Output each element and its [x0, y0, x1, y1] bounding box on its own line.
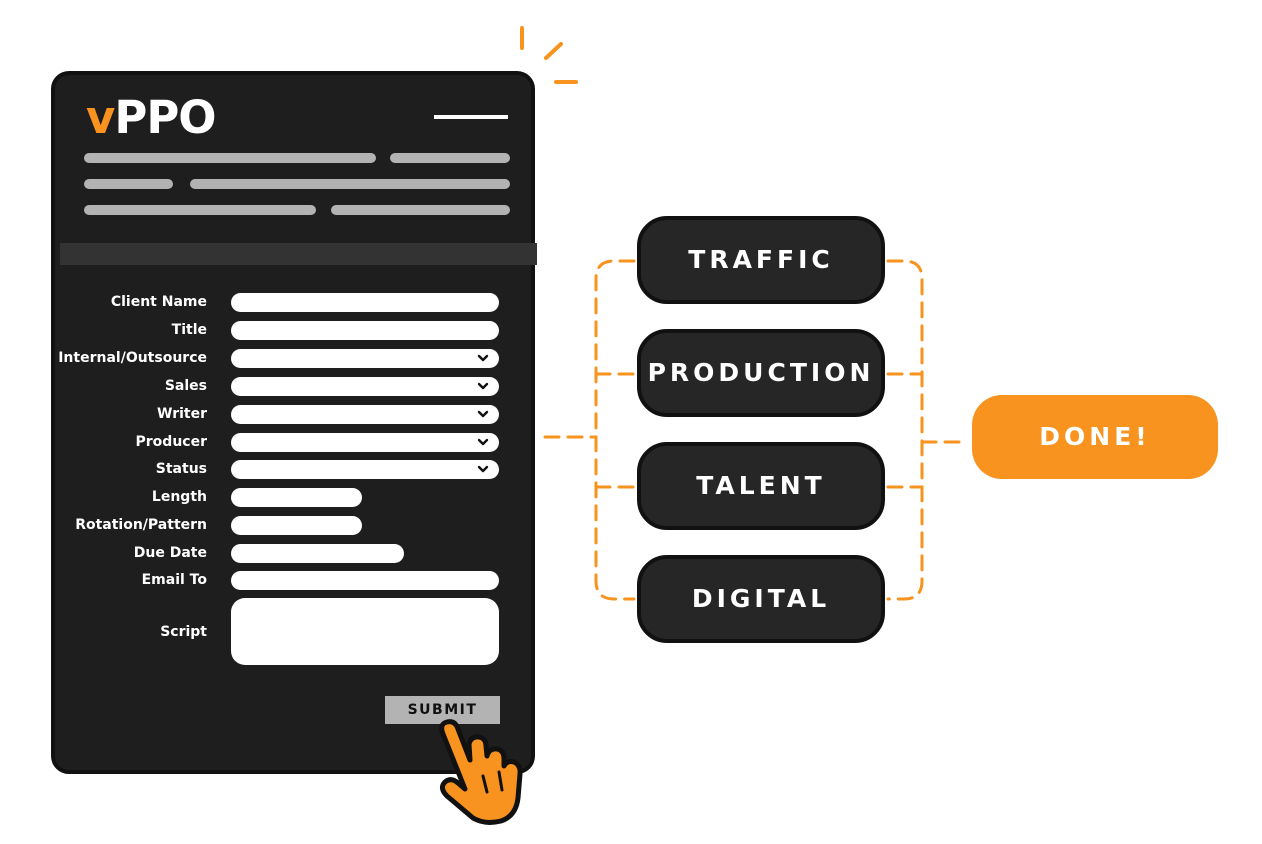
field-label-producer: Producer: [135, 434, 207, 450]
producer-select[interactable]: [231, 433, 499, 452]
client-name-input[interactable]: [231, 293, 499, 312]
done-badge: DONE!: [972, 395, 1218, 479]
pointing-hand-icon: [439, 719, 523, 825]
placeholder-line: [84, 153, 376, 163]
menu-icon[interactable]: [434, 115, 508, 119]
chevron-down-icon: [477, 354, 489, 362]
placeholder-line: [190, 179, 510, 189]
field-label-due-date: Due Date: [133, 545, 207, 561]
field-label-email-to: Email To: [141, 572, 207, 588]
section-divider: [60, 243, 537, 265]
length-input[interactable]: [231, 488, 362, 507]
field-label-length: Length: [151, 489, 207, 505]
field-label-script: Script: [160, 624, 207, 640]
writer-select[interactable]: [231, 405, 499, 424]
due-date-input[interactable]: [231, 544, 404, 563]
email-to-input[interactable]: [231, 571, 499, 590]
chevron-down-icon: [477, 438, 489, 446]
chevron-down-icon: [477, 410, 489, 418]
field-label-internal-outsource: Internal/Outsource: [58, 350, 207, 366]
chevron-down-icon: [477, 382, 489, 390]
field-label-rotation-pattern: Rotation/Pattern: [75, 517, 207, 533]
field-label-status: Status: [155, 461, 207, 477]
title-input[interactable]: [231, 321, 499, 340]
placeholder-line: [390, 153, 510, 163]
field-label-client-name: Client Name: [110, 294, 207, 310]
right-bracket: [886, 259, 924, 601]
placeholder-line: [331, 205, 510, 215]
status-select[interactable]: [231, 460, 499, 479]
placeholder-line: [84, 205, 316, 215]
sparkle-icon: [520, 26, 578, 84]
internal-outsource-select[interactable]: [231, 349, 499, 368]
left-bracket: [594, 259, 636, 601]
script-textarea[interactable]: [231, 598, 499, 665]
chevron-down-icon: [477, 465, 489, 473]
placeholder-line: [84, 179, 173, 189]
rotation-pattern-input[interactable]: [231, 516, 362, 535]
submit-button[interactable]: SUBMIT: [385, 696, 500, 724]
sales-select[interactable]: [231, 377, 499, 396]
field-label-sales: Sales: [164, 378, 207, 394]
app-logo: vPPO: [86, 91, 217, 144]
pill-talent: TALENT: [637, 442, 885, 530]
pill-traffic: TRAFFIC: [637, 216, 885, 304]
field-label-writer: Writer: [157, 406, 207, 422]
field-label-title: Title: [171, 322, 207, 338]
pill-production: PRODUCTION: [637, 329, 885, 417]
pill-digital: DIGITAL: [637, 555, 885, 643]
